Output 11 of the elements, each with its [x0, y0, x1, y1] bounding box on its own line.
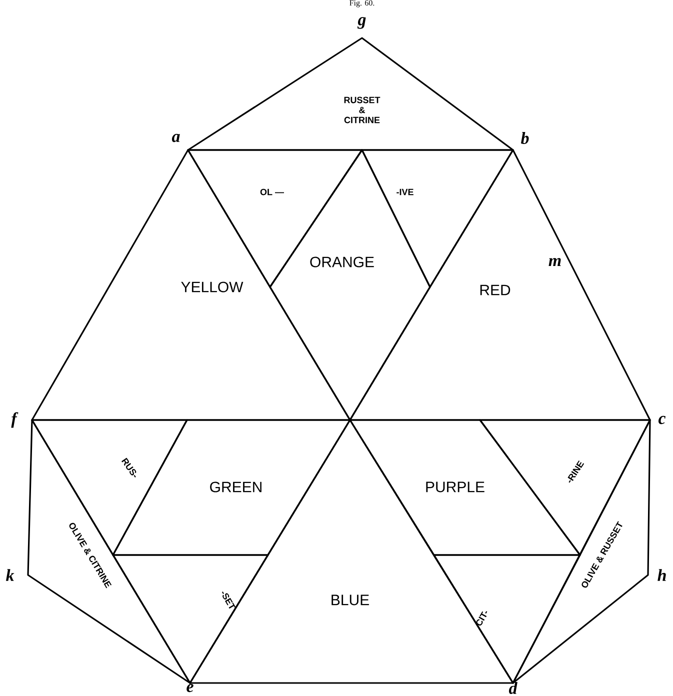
- region: RUSSET & CITRINE: [187, 37, 514, 151]
- figure-title: Fig. 60.: [350, 0, 374, 8]
- point-letter: m: [548, 258, 561, 266]
- point-letter: b: [520, 132, 529, 144]
- point-letter: k: [6, 569, 14, 581]
- point-letter: d: [508, 682, 518, 694]
- point-letter: a: [172, 134, 180, 142]
- point-letter: h: [658, 569, 666, 581]
- point-letter: f: [11, 412, 18, 428]
- point-letter: c: [658, 416, 666, 424]
- point-letter: e: [186, 684, 194, 692]
